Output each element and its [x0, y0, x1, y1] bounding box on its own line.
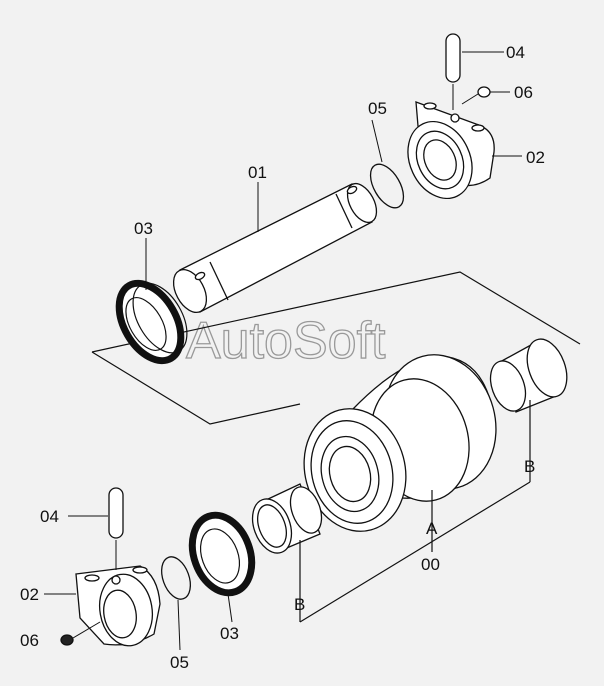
label-03-bottom: 03	[220, 624, 239, 643]
shaft-01	[172, 182, 378, 313]
bushing-b-left	[251, 483, 323, 554]
seal-03-bottom	[188, 511, 256, 597]
assembly-00-bracket	[299, 400, 531, 623]
label-00: 00	[421, 555, 440, 574]
collar-02-top	[407, 101, 495, 200]
label-a: A	[426, 519, 438, 538]
label-05-top: 05	[368, 99, 387, 118]
upper-assembly-frame-bottom	[91, 351, 301, 425]
label-03-top: 03	[134, 219, 153, 238]
watermark: AutoSoft	[186, 312, 386, 370]
label-05-bottom: 05	[170, 653, 189, 672]
label-01: 01	[248, 163, 267, 182]
roller-a	[303, 354, 497, 532]
label-02-bottom: 02	[20, 585, 39, 604]
label-04-bottom: 04	[40, 507, 59, 526]
seal-03-top	[115, 279, 188, 365]
label-06-top: 06	[514, 83, 533, 102]
bushing-b-right	[489, 338, 568, 413]
label-06-bottom: 06	[20, 631, 39, 650]
pin-04-top	[445, 33, 461, 110]
leader-lines	[44, 51, 522, 651]
label-b-right: B	[524, 457, 535, 476]
label-04-top: 04	[506, 43, 525, 62]
label-02-top: 02	[526, 148, 545, 167]
plug-06-bottom	[60, 621, 101, 646]
upper-assembly-frame	[91, 271, 581, 353]
label-b-left: B	[294, 595, 305, 614]
plug-06-top	[461, 86, 491, 105]
o-ring-05-bottom	[161, 556, 191, 600]
part-labels: 01 03 05 04 06 02 B A 00 B 04 02 06 05 0…	[20, 43, 545, 672]
o-ring-05-top	[369, 163, 405, 209]
collar-02-bottom	[75, 565, 161, 647]
pin-04-bottom	[108, 487, 124, 570]
